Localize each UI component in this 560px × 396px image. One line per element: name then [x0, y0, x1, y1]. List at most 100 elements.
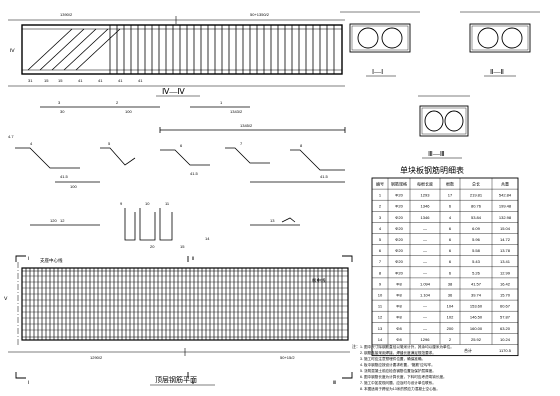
table-cell: 5 [379, 237, 382, 242]
table-cell: 38 [448, 281, 453, 286]
table-cell: 15.70 [500, 293, 511, 298]
bar-mark: 3 [58, 100, 61, 105]
table-cell: Φ20 [395, 215, 403, 220]
table-cell: Φ8 [396, 315, 402, 320]
table-cell: 25.92 [471, 337, 482, 342]
rebar-schedule-table [371, 177, 519, 357]
plan-support-label: 支座中心线 [40, 257, 63, 264]
table-cell: — [423, 304, 427, 309]
table-cell: 199.48 [499, 204, 512, 209]
bar-mark: 11 [165, 201, 170, 206]
cut-label-mid: Ⅱ [192, 256, 194, 262]
note-line: 8. 本图适用于跨径为13米的预应力混凝土空心板。 [360, 386, 440, 391]
table-cell: 146.50 [470, 315, 483, 320]
note-line: 7. 施工中如发现问题，应及时与设计单位联系。 [360, 380, 436, 385]
table-cell: Φ20 [395, 226, 403, 231]
table-cell: 200 [447, 326, 454, 331]
plan-title: 顶层钢筋平面 [155, 375, 197, 384]
table-cell: 11 [378, 304, 383, 309]
note-line: 6. 图中钢筋长度为计算长度，下料时应考虑弯钩长度。 [360, 374, 447, 379]
table-cell: 219.81 [470, 193, 483, 198]
table-cell: Φ8 [396, 337, 402, 342]
transverse-bar-group [25, 268, 343, 340]
table-cell: — [423, 237, 427, 242]
table-cell: 13.41 [500, 259, 511, 264]
bar-dim: 4.7 [8, 134, 14, 139]
table-cell: 5.96 [472, 237, 481, 242]
notes-heading: 注： [352, 343, 360, 349]
bent-bar-group [27, 28, 121, 71]
hollow-core [444, 110, 464, 132]
elevation-bottom-dim: 15 [58, 78, 63, 83]
section-3-label: Ⅲ—Ⅲ [428, 150, 445, 158]
bent-bar [290, 149, 345, 171]
table-cell: 2 [449, 337, 452, 342]
notes-list: 1. 图中尺寸除钢筋直径以毫米计外，其余均以厘米为单位。 2. 钢筋连接采用焊接… [360, 344, 454, 391]
table-cell: 15.04 [500, 226, 511, 231]
table-cell: 13 [378, 326, 383, 331]
table-cell: — [423, 248, 427, 253]
table-cell: — [423, 326, 427, 331]
table-cell: 1 [379, 193, 382, 198]
bar-mark: 12 [60, 218, 65, 223]
table-header-cell: 编号 [376, 181, 384, 187]
note-line: 4. 板中钢筋应按设计要求布置，“箍筋”应勾牢。 [360, 362, 435, 367]
table-total-value: 1170.5 [499, 348, 512, 353]
table-cell: 63.20 [500, 326, 511, 331]
table-cell: 7 [379, 259, 382, 264]
bent-bar [15, 147, 80, 169]
plan-joint-label: 板中线 [312, 277, 326, 284]
plan-dim-right: 50+15/2 [280, 355, 295, 360]
table-cell: Φ8 [396, 304, 402, 309]
table-cell: 5.26 [472, 270, 481, 275]
table-header-cell: 共重 [501, 181, 509, 187]
rebar-dims: 30 100 1343/2 1345/2 41.5 41.5 41.5 100 … [8, 109, 329, 249]
section-rebar-cage [351, 25, 409, 51]
table-total-label: 合计 [464, 347, 472, 353]
bent-bar [160, 149, 210, 166]
table-cell: 5.43 [472, 259, 481, 264]
bar-dim: 41.5 [60, 174, 69, 179]
table-cell: 60.67 [500, 304, 511, 309]
table-cell: 6 [449, 270, 452, 275]
table-cell: 9 [379, 281, 382, 286]
table-cell: 6.09 [472, 226, 481, 231]
cut-mark-right [342, 255, 353, 262]
rebar-marks: 3 2 1 4 5 6 7 8 9 10 11 12 13 14 [30, 100, 303, 241]
table-header-cell: 根数 [446, 181, 454, 187]
elevation-bottom-dim: 41 [138, 78, 143, 83]
table-cell: 8 [379, 270, 382, 275]
table-cell: 542.84 [499, 193, 512, 198]
bar-mark: 4 [30, 141, 33, 146]
cut-label-left: Ⅰ [28, 256, 29, 262]
table-cell: 13.78 [500, 248, 511, 253]
beam-outline [21, 24, 343, 75]
bent-bar [63, 28, 109, 71]
elevation-bottom-dim: 41 [98, 78, 103, 83]
section-rebar-cage [471, 25, 529, 51]
table-cell: 6 [449, 226, 452, 231]
table-cell: 1346 [421, 204, 431, 209]
bar-dim: 41.5 [320, 174, 329, 179]
cross-section-1 [340, 11, 420, 53]
longitudinal-bar-group [22, 275, 348, 331]
elevation-section-label: Ⅳ—Ⅳ [162, 87, 185, 96]
stirrup-shape [159, 208, 173, 241]
table-cell: 41.57 [471, 281, 482, 286]
bent-bar [51, 28, 97, 71]
table-cell: 102 [447, 315, 454, 320]
elevation-bottom-dim: 31 [28, 78, 33, 83]
table-cell: 6 [449, 259, 452, 264]
bar-dim: 30 [60, 109, 65, 114]
section-outline [419, 105, 469, 137]
table-cell: 5.58 [472, 248, 481, 253]
bar-mark: 13 [270, 218, 275, 223]
table-cell: Φ8 [396, 326, 402, 331]
table-cell: 53.84 [471, 215, 482, 220]
table-cell: 2 [379, 204, 382, 209]
note-line: 1. 图中尺寸除钢筋直径以毫米计外，其余均以厘米为单位。 [360, 344, 454, 349]
bar-dim: 100 [70, 184, 77, 189]
table-cell: 57.87 [500, 315, 511, 320]
bar-mark: 1 [220, 100, 223, 105]
